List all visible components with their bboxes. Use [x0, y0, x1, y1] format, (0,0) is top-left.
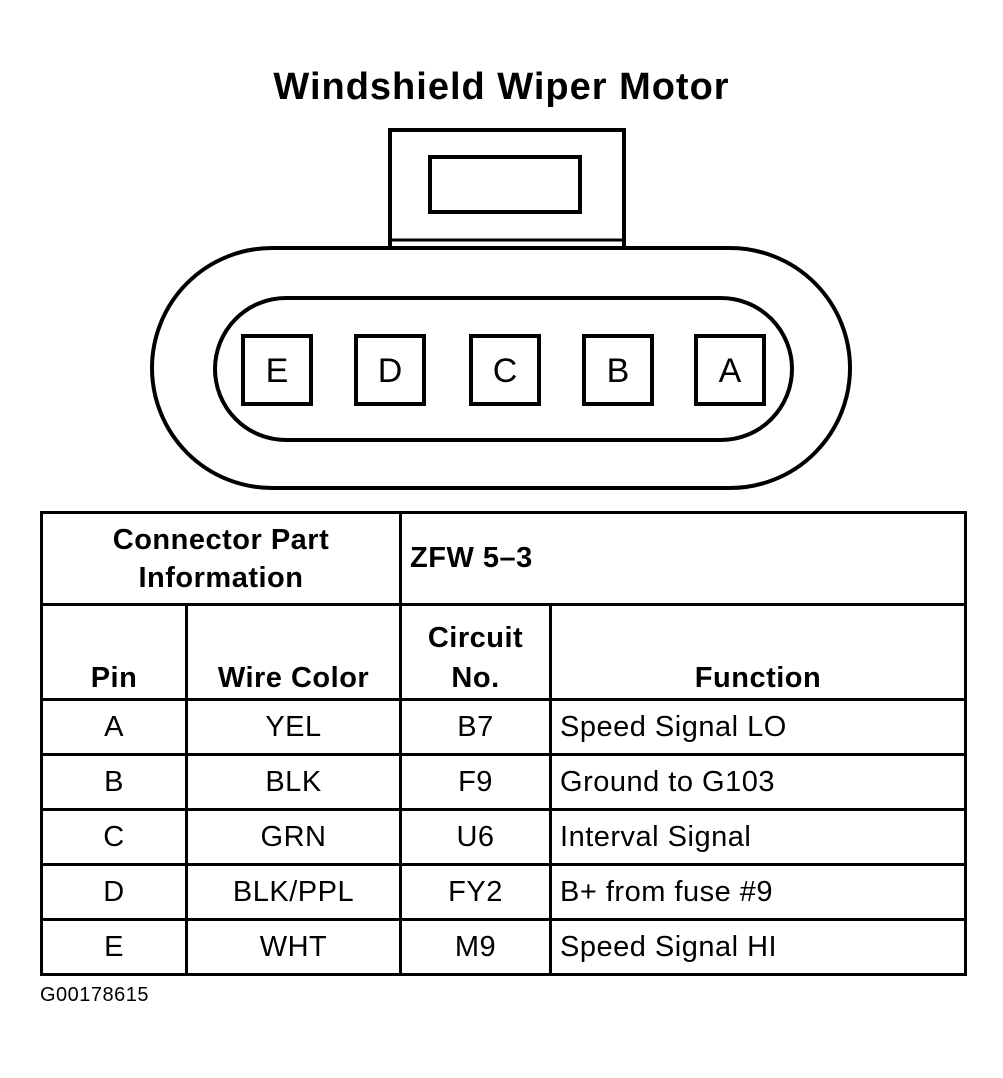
cell-pin: C	[40, 808, 188, 866]
connector-pinout-table: Connector Part Information ZFW 5–3 Pin W…	[39, 511, 968, 976]
cell-wire-color: YEL	[184, 698, 403, 756]
figure-id: G00178615	[40, 984, 150, 1006]
pin-label-c: C	[493, 352, 518, 390]
cell-function: Ground to G103	[549, 753, 968, 811]
cell-pin: A	[40, 698, 188, 756]
column-header-row: Pin Wire Color Circuit No. Function	[40, 603, 968, 701]
pin-terminal-c: C	[469, 334, 541, 406]
part-info-label-line2: Information	[138, 561, 304, 594]
pin-terminal-e: E	[241, 334, 313, 406]
cell-circuit: M9	[399, 918, 553, 976]
header-wire-color: Wire Color	[184, 603, 403, 701]
table-row: C GRN U6 Interval Signal	[40, 808, 968, 866]
cell-function: Speed Signal LO	[549, 698, 968, 756]
lock-tab-window	[428, 155, 582, 214]
header-function: Function	[549, 603, 968, 701]
cell-wire-color: WHT	[184, 918, 403, 976]
cell-function: Interval Signal	[549, 808, 968, 866]
table-row: B BLK F9 Ground to G103	[40, 753, 968, 811]
cell-wire-color: BLK/PPL	[184, 863, 403, 921]
table-row: D BLK/PPL FY2 B+ from fuse #9	[40, 863, 968, 921]
pin-terminal-d: D	[354, 334, 426, 406]
pin-cavity	[213, 296, 794, 442]
diagram-title: Windshield Wiper Motor	[273, 66, 730, 108]
table-row: A YEL B7 Speed Signal LO	[40, 698, 968, 756]
pin-label-e: E	[266, 352, 289, 390]
header-circuit-line1: Circuit	[427, 622, 524, 654]
part-info-label: Connector Part Information	[39, 511, 403, 606]
cell-circuit: U6	[399, 808, 553, 866]
cell-circuit: F9	[399, 753, 553, 811]
cell-pin: D	[40, 863, 188, 921]
connector-drawing: E D C B A	[150, 128, 852, 490]
cell-wire-color: BLK	[184, 753, 403, 811]
cell-pin: E	[40, 918, 188, 976]
part-info-label-line1: Connector Part	[112, 523, 330, 556]
table-row: E WHT M9 Speed Signal HI	[40, 918, 968, 976]
pin-terminal-a: A	[694, 334, 766, 406]
header-circuit: Circuit No.	[399, 603, 553, 701]
cell-wire-color: GRN	[184, 808, 403, 866]
cell-function: Speed Signal HI	[549, 918, 968, 976]
cell-pin: B	[40, 753, 188, 811]
part-info-row: Connector Part Information ZFW 5–3	[39, 511, 968, 606]
pin-label-b: B	[607, 352, 630, 390]
pin-terminal-b: B	[582, 334, 654, 406]
connector-lock-tab	[388, 128, 626, 250]
part-info-value: ZFW 5–3	[399, 511, 968, 606]
header-pin: Pin	[40, 603, 188, 701]
cell-circuit: FY2	[399, 863, 553, 921]
header-circuit-line2: No.	[451, 662, 500, 694]
pin-label-d: D	[378, 352, 403, 390]
cell-circuit: B7	[399, 698, 553, 756]
pin-label-a: A	[719, 352, 742, 390]
cell-function: B+ from fuse #9	[549, 863, 968, 921]
